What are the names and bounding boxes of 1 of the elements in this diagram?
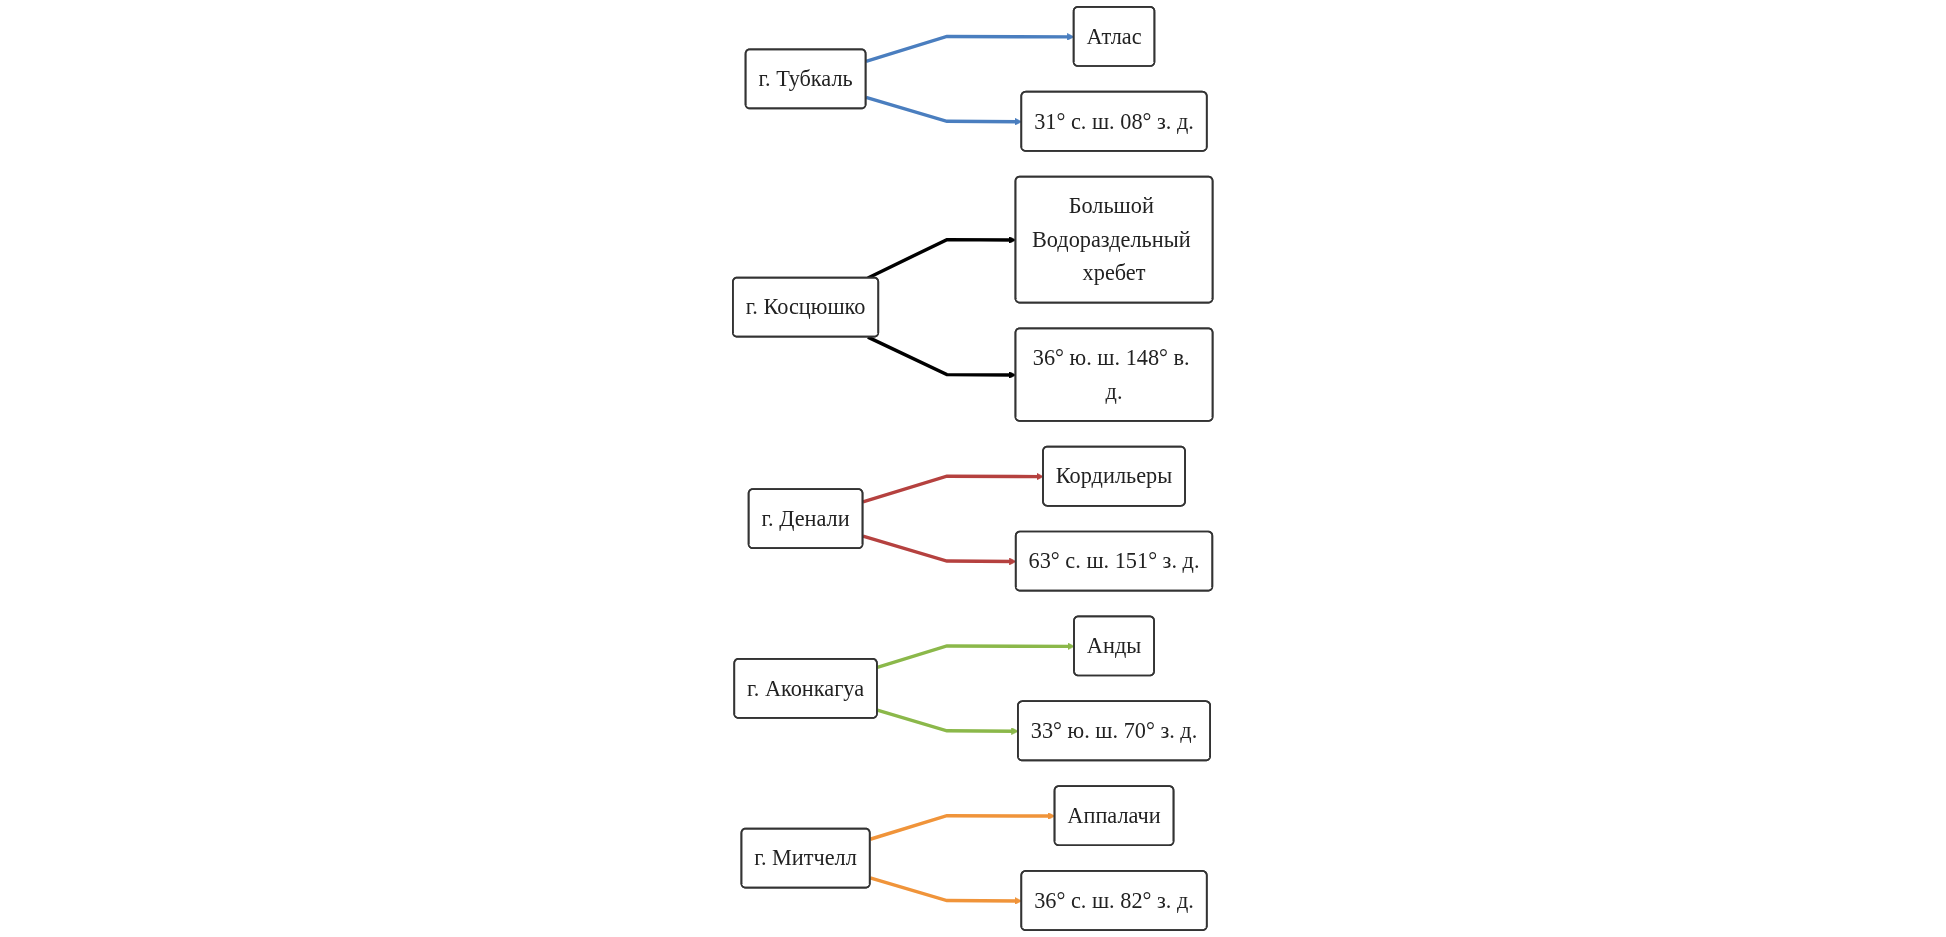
arrow xyxy=(877,708,1019,735)
